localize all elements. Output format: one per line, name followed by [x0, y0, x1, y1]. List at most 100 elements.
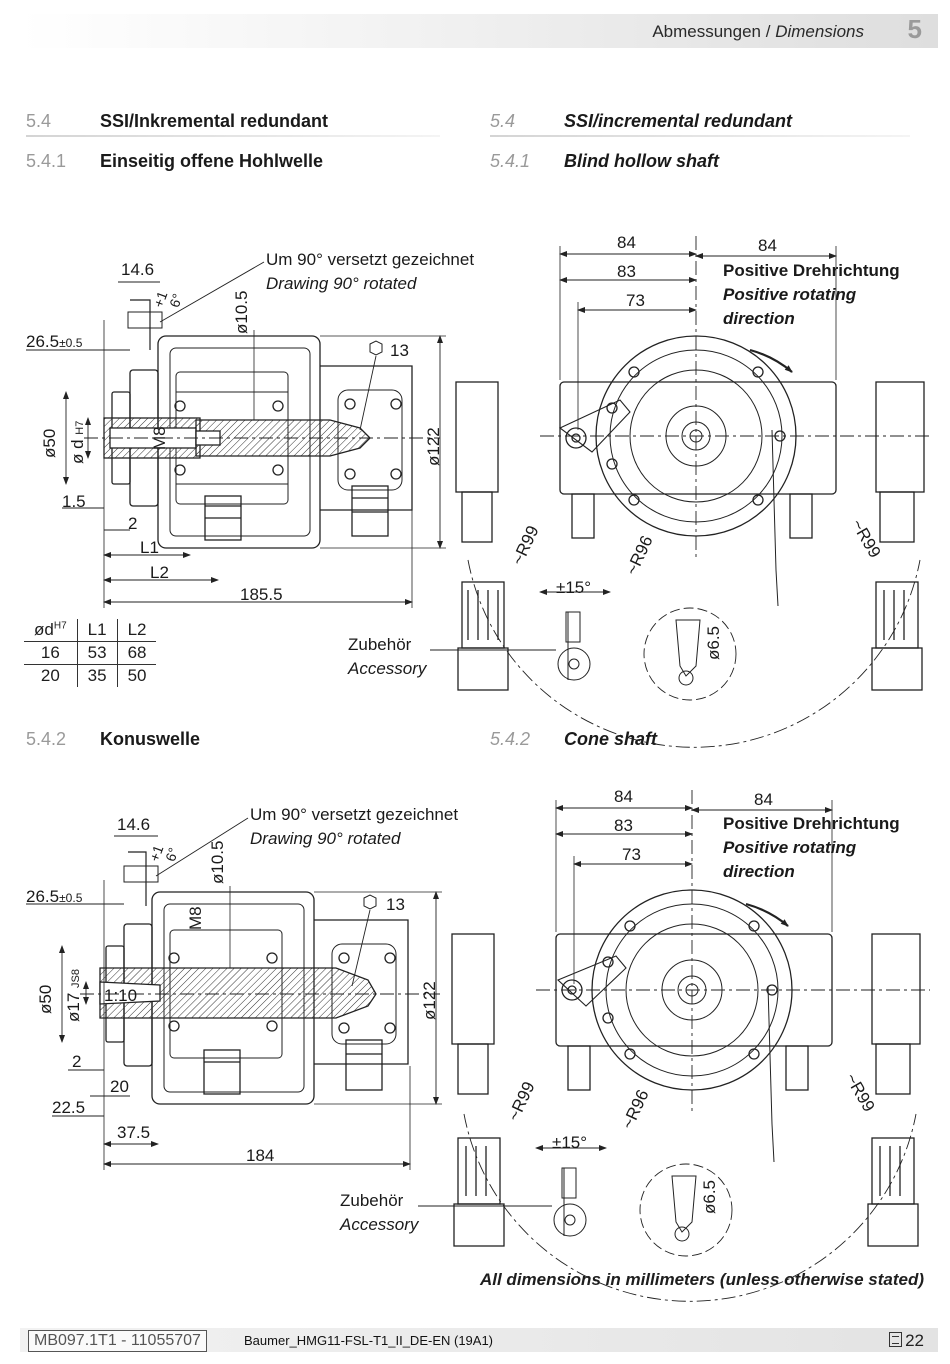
dim-185-5: 185.5: [240, 585, 283, 604]
dim-m8: M8: [186, 906, 205, 930]
heading-rule: [26, 135, 440, 137]
table-header-row: ødH7 L1 L2: [24, 619, 157, 642]
front-view-cone-shaft: [418, 790, 930, 1302]
heading-title: Konuswelle: [100, 729, 201, 749]
heading-number: 5.4.1: [490, 151, 531, 171]
rotated-note-en: Drawing 90° rotated: [250, 829, 401, 848]
accessory-label-en: Accessory: [348, 659, 427, 678]
dim-17-value: ø17: [64, 992, 83, 1022]
dim-d: ø d H7: [68, 421, 88, 464]
table-row: 16 53 68: [24, 641, 157, 665]
rotated-note-de: Um 90° versetzt gezeichnet: [266, 250, 475, 269]
heading-number: 5.4.2: [490, 729, 531, 749]
dim-122: ø122: [424, 427, 443, 466]
rotation-label-en-2: direction: [723, 309, 795, 328]
table-cell: 53: [77, 641, 118, 665]
dim-26-5-tolerance: ±0.5: [59, 891, 83, 905]
dim-d-value: ø d: [68, 439, 87, 464]
heading-number: 5.4: [490, 111, 516, 131]
header-title: Abmessungen / Dimensions: [652, 22, 864, 42]
shaft-dimension-table: ødH7 L1 L2 16 53 68 20 35 50: [24, 619, 157, 687]
heading-title: Cone shaft: [564, 729, 658, 749]
page-number-value: 22: [905, 1331, 924, 1350]
header-title-de: Abmessungen /: [652, 22, 771, 41]
rotated-note-de: Um 90° versetzt gezeichnet: [250, 805, 459, 824]
dim-22-5: 22.5: [52, 1098, 86, 1117]
table-header: L1: [77, 619, 118, 642]
dim-13: 13: [390, 341, 409, 360]
dim-26-5-tolerance: ±0.5: [59, 336, 83, 350]
accessory-label-de: Zubehör: [340, 1191, 404, 1210]
heading-title: Einseitig offene Hohlwelle: [100, 151, 324, 171]
accessory-label-de: Zubehör: [348, 635, 412, 654]
heading-rule: [490, 135, 910, 137]
dim-84-left: 84: [617, 233, 636, 252]
dim-26-5: 26.5±0.5: [26, 887, 82, 907]
file-name: Baumer_HMG11-FSL-T1_II_DE-EN (19A1): [244, 1333, 494, 1348]
rotation-label-de: Positive Drehrichtung: [723, 261, 900, 280]
dim-83: 83: [617, 262, 636, 281]
heading-title: SSI/incremental redundant: [564, 111, 793, 131]
dim-15-deg: ±15°: [552, 1133, 588, 1152]
dim-10-5: ø10.5: [208, 840, 227, 884]
table-cell: 20: [24, 664, 78, 687]
dim-84-left: 84: [614, 787, 633, 806]
dim-d-tolerance: H7: [74, 420, 86, 435]
dim-84-right: 84: [754, 790, 773, 809]
dim-1-5: 1.5: [62, 492, 86, 511]
table-cell: 16: [24, 641, 78, 665]
front-view-hollow-shaft: [430, 236, 930, 748]
rotation-label-en-1: Positive rotating: [723, 838, 857, 857]
heading-number: 5.4: [26, 111, 52, 131]
header-d-tolerance: H7: [53, 620, 67, 632]
dim-37-5: 37.5: [117, 1123, 151, 1142]
dim-l1: L1: [140, 538, 159, 557]
rotation-label-de: Positive Drehrichtung: [723, 814, 900, 833]
dim-2: 2: [72, 1052, 82, 1071]
dim-15-deg: ±15°: [556, 578, 592, 597]
table-cell: 68: [117, 641, 157, 665]
header-title-en: Dimensions: [775, 22, 864, 41]
page-icon: [889, 1332, 903, 1347]
dim-26-5-value: 26.5: [26, 332, 60, 351]
rotation-label-en-2: direction: [723, 862, 795, 881]
dim-50: ø50: [40, 428, 59, 458]
heading-title: SSI/Inkremental redundant: [100, 111, 329, 131]
dim-m8: M8: [150, 426, 169, 450]
header-d: ød: [34, 620, 54, 639]
dim-26-5-value: 26.5: [26, 887, 60, 906]
dimensions-note: All dimensions in millimeters (unless ot…: [479, 1270, 924, 1289]
table-header: L2: [117, 619, 157, 642]
dim-14-6: 14.6: [117, 815, 151, 834]
dim-taper: 1:10: [104, 986, 138, 1005]
heading-number: 5.4.2: [26, 729, 67, 749]
dim-10-5: ø10.5: [232, 290, 251, 334]
rotation-label-en-1: Positive rotating: [723, 285, 857, 304]
dim-13: 13: [386, 895, 405, 914]
dim-2: 2: [128, 514, 138, 533]
dim-l2: L2: [150, 563, 169, 582]
dim-50: ø50: [36, 984, 55, 1014]
page-number: 22: [889, 1331, 924, 1351]
side-view-hollow-shaft: [26, 261, 446, 608]
table-row: 20 35 50: [24, 664, 156, 687]
dim-6-5: ø6.5: [700, 1179, 719, 1214]
dim-17: ø17 JS8: [64, 969, 84, 1022]
header-bar: [20, 14, 938, 48]
document-id: MB097.1T1 - 11055707: [28, 1330, 207, 1352]
dim-73: 73: [626, 291, 645, 310]
side-view-cone-shaft: [26, 817, 442, 1170]
dim-122: ø122: [420, 981, 439, 1020]
rotated-note-en: Drawing 90° rotated: [266, 274, 417, 293]
table-cell: 50: [127, 666, 147, 685]
dim-83: 83: [614, 816, 633, 835]
table-header: ødH7: [24, 619, 78, 642]
dim-20: 20: [110, 1077, 129, 1096]
dim-73: 73: [622, 845, 641, 864]
accessory-label-en: Accessory: [340, 1215, 419, 1234]
dim-84-right: 84: [758, 236, 777, 255]
heading-title: Blind hollow shaft: [564, 151, 719, 171]
dim-17-tolerance: JS8: [70, 969, 82, 988]
